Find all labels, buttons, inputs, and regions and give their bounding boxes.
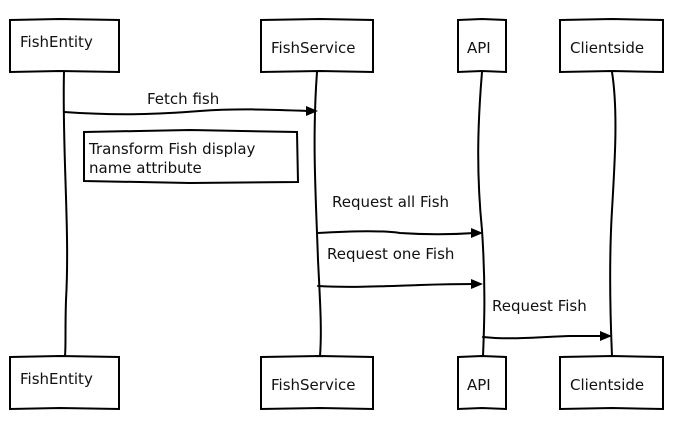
note-transform-fish: Transform Fish display name attribute <box>83 128 300 185</box>
arrowhead-icon <box>471 228 483 238</box>
participant-label: Clientside <box>570 376 644 394</box>
arrowhead-icon <box>600 331 612 341</box>
participant-label: FishEntity <box>20 33 93 51</box>
participant-label: Clientside <box>570 39 644 57</box>
message-arrow-line <box>317 230 476 236</box>
message-arrow-line <box>317 283 476 288</box>
message-label: Request Fish <box>492 297 587 315</box>
participant-fishentity-bottom: FishEntity <box>9 354 120 411</box>
participant-label: FishService <box>271 39 355 57</box>
message-fetch-fish: Fetch fish <box>63 90 318 116</box>
participant-api-top: API <box>457 17 507 74</box>
note-line: Transform Fish display <box>88 140 256 158</box>
participant-label: API <box>467 39 491 57</box>
message-request-all-fish: Request all Fish <box>317 193 483 238</box>
participant-label: API <box>467 376 491 394</box>
arrowhead-icon <box>471 279 483 289</box>
message-label: Request one Fish <box>327 245 454 263</box>
lifeline-fishentity <box>62 71 69 357</box>
participant-label: FishService <box>271 376 355 394</box>
message-label: Request all Fish <box>332 193 449 211</box>
lifeline-clientside <box>609 71 617 357</box>
lifeline-fishservice <box>313 71 322 357</box>
arrowhead-icon <box>306 106 318 116</box>
message-arrow-line <box>63 108 311 116</box>
message-request-one-fish: Request one Fish <box>317 245 483 289</box>
message-arrow-line <box>482 335 606 340</box>
message-label: Fetch fish <box>147 90 219 108</box>
participant-fishservice-top: FishService <box>260 17 374 74</box>
note-line: name attribute <box>89 159 202 177</box>
participant-clientside-top: Clientside <box>559 17 664 74</box>
participant-api-bottom: API <box>457 354 507 411</box>
participant-label: FishEntity <box>20 370 93 388</box>
participant-clientside-bottom: Clientside <box>559 354 664 411</box>
participant-fishentity-top: FishEntity <box>9 17 120 74</box>
participant-fishservice-bottom: FishService <box>260 354 374 411</box>
message-request-fish: Request Fish <box>482 297 612 341</box>
lifeline-api <box>477 71 486 357</box>
